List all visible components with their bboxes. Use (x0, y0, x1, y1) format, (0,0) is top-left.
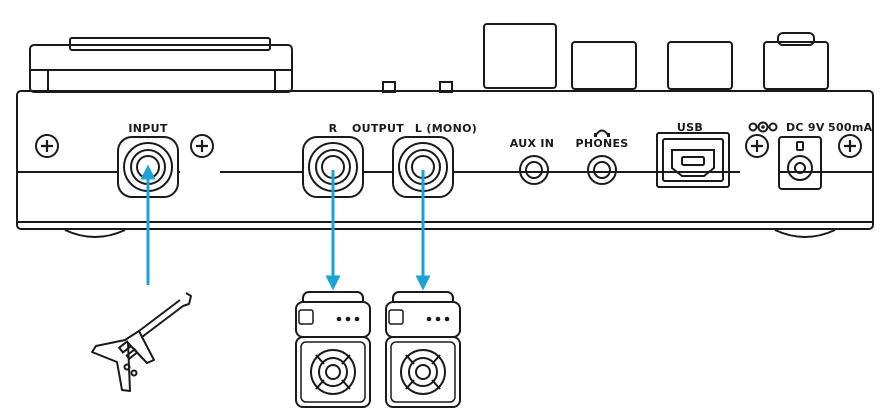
screw-icon (744, 133, 770, 159)
output-label: OUTPUT (352, 122, 404, 135)
headphones-icon (594, 129, 610, 137)
screw-icon (189, 133, 215, 159)
dc-power-jack (778, 136, 822, 190)
unit-feet (64, 229, 836, 238)
usb-port (656, 132, 730, 188)
screw-icon (837, 133, 863, 159)
output-l-label: L (MONO) (415, 122, 477, 135)
aux-in-label: AUX IN (510, 137, 555, 150)
knob (763, 41, 829, 90)
amplifier-icon (295, 291, 371, 408)
aux-in-jack (519, 155, 549, 185)
phones-label: PHONES (575, 137, 628, 150)
dc-polarity-icon (748, 121, 778, 133)
screw-icon (34, 133, 60, 159)
output-r-label: R (329, 122, 338, 135)
amplifier-icon (385, 291, 461, 408)
unit-top-silhouette (29, 23, 829, 93)
signal-arrows (140, 164, 431, 291)
guitar-icon (91, 292, 192, 392)
usb-label: USB (677, 121, 703, 134)
input-label: INPUT (128, 122, 167, 135)
current-label: 500mA (828, 121, 873, 134)
knob (667, 41, 733, 90)
knob (483, 23, 557, 89)
knob (571, 41, 637, 90)
dc-label: DC 9V (786, 121, 825, 134)
phones-jack (587, 155, 617, 185)
